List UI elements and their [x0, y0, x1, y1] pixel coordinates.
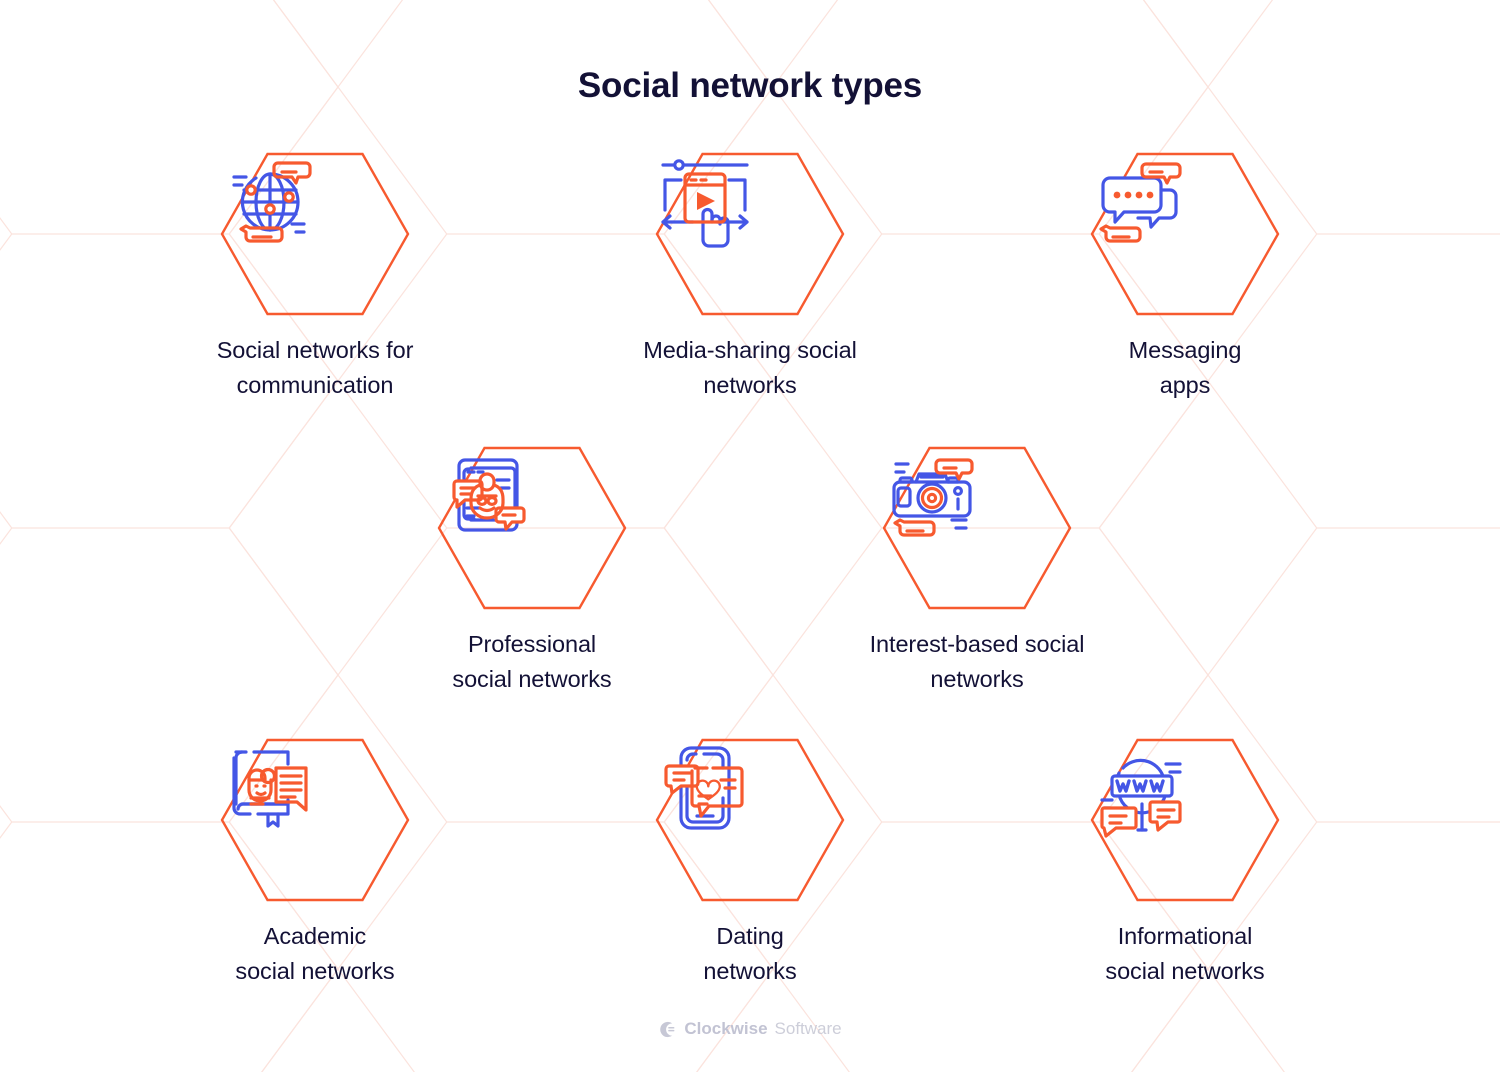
- hexagon-tile: [1090, 152, 1280, 316]
- hexagon-outline: [655, 738, 845, 902]
- node-label: Social networks for communication: [216, 337, 414, 398]
- hexagon-tile: [220, 152, 410, 316]
- chat-bubbles-icon: [1099, 162, 1182, 243]
- brand-name: Clockwise: [684, 1019, 768, 1038]
- node-label: Informational social networks: [1105, 923, 1265, 984]
- node-label: Academic social networks: [235, 923, 395, 984]
- hexagon-outline: [220, 738, 410, 902]
- video-player-tap-icon: [661, 159, 749, 248]
- clockwise-logo-icon: [660, 1021, 675, 1037]
- node-messaging-apps[interactable]: Messaging apps: [1090, 152, 1280, 403]
- hexagon-tile: [655, 738, 845, 902]
- profile-card-icon: [452, 458, 526, 532]
- node-informational-social-networks[interactable]: Informational social networks: [1090, 738, 1280, 989]
- hexagon-outline: [437, 446, 627, 610]
- node-professional-social-networks[interactable]: Professional social networks: [437, 446, 627, 697]
- hexagon-tile: [1090, 738, 1280, 902]
- page-title: Social network types: [577, 66, 923, 105]
- hexagon-tile: [220, 738, 410, 902]
- hexagon-tile: [882, 446, 1072, 610]
- node-academic-social-networks[interactable]: Academic social networks: [220, 738, 410, 989]
- hexagon-outline: [1090, 738, 1280, 902]
- hexagon-outline: [882, 446, 1072, 610]
- hexagon-outline: [655, 152, 845, 316]
- globe-chat-icon: [232, 161, 312, 243]
- node-media-sharing-social-networks[interactable]: Media-sharing social networks: [643, 152, 857, 403]
- node-label: Messaging apps: [1128, 337, 1242, 398]
- phone-heart-message-icon: [664, 746, 744, 830]
- hexagon-outline: [1090, 152, 1280, 316]
- node-interest-based-social-networks[interactable]: Interest-based social networks: [870, 446, 1084, 697]
- brand-suffix: Software: [774, 1019, 842, 1038]
- book-student-icon: [232, 750, 308, 828]
- hexagon-tile: [437, 446, 627, 610]
- node-label: Interest-based social networks: [869, 631, 1085, 692]
- node-label: Professional social networks: [452, 631, 612, 692]
- camera-icon: [892, 458, 974, 537]
- node-dating-networks[interactable]: Dating networks: [655, 738, 845, 989]
- node-label: Dating networks: [703, 923, 797, 984]
- node-social-networks-for-communication[interactable]: Social networks for communication: [217, 152, 413, 403]
- node-label: Media-sharing social networks: [643, 337, 857, 398]
- hexagon-tile: [655, 152, 845, 316]
- www-magnifier-icon: [1100, 758, 1182, 838]
- hexagon-outline: [220, 152, 410, 316]
- brand-footer: Clockwise Software: [0, 1019, 1500, 1039]
